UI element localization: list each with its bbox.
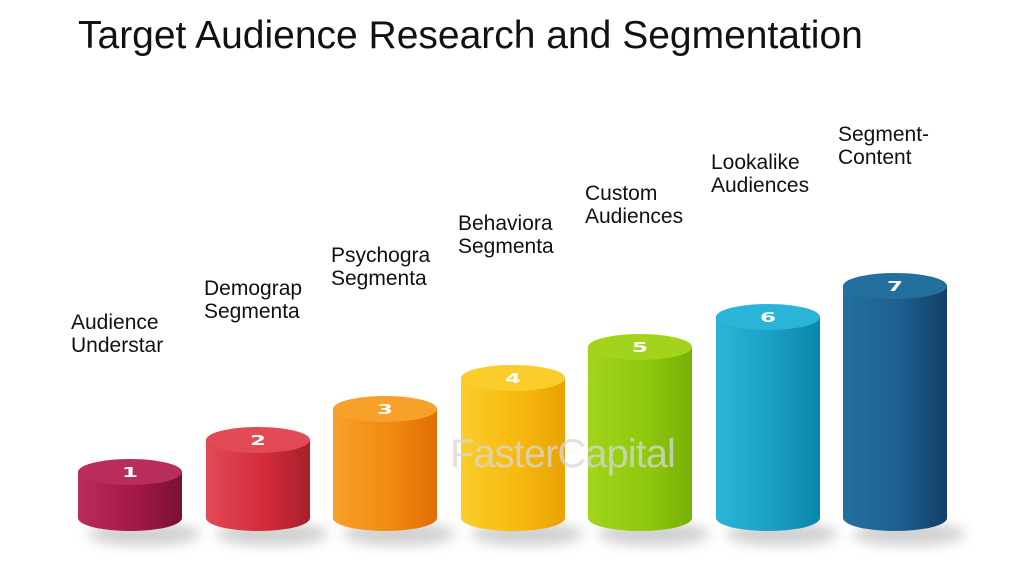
cylinder-step-6: 6 [716,304,838,546]
step-number: 2 [250,433,266,449]
step-label-line: Audiences [711,174,810,197]
step-label-line: Segment- [838,123,930,146]
cylinder-step-7: 7 [843,273,965,546]
cylinder-top [716,304,820,330]
step-number: 4 [505,371,521,387]
step-label-line: Understar [71,334,164,357]
step-label-line: Lookalike [711,151,800,174]
cylinder-body [843,286,947,531]
step-label-7: Segment-Content [838,123,944,169]
step-number: 5 [632,340,648,356]
cylinder-step-3: 3 [333,396,455,546]
cylinder-body [333,409,437,531]
cylinder-body [716,317,820,531]
watermark-logo: FasterCapital [450,432,676,476]
step-label-line: Psychogra [331,244,431,267]
step-label-line: Segmenta [331,267,427,290]
cylinder-body [206,440,310,531]
cylinder-step-2: 2 [206,427,328,546]
cylinder-top [843,273,947,299]
step-label-line: Audiences [585,205,684,228]
step-label-line: Content [838,146,912,169]
cylinder-body [588,347,692,531]
step-number: 3 [377,402,393,418]
cylinder-step-4: 4 [461,365,583,546]
page-title: Target Audience Research and Segmentatio… [78,14,863,57]
step-label-line: Segmenta [458,235,554,258]
cylinder-body [78,472,182,531]
cylinder-top [333,396,437,422]
step-number: 1 [122,465,138,481]
cylinder-top [461,365,565,391]
cylinder-body [461,378,565,531]
cylinder-step-1: 1 [78,459,200,546]
step-label-line: Segmenta [204,300,300,323]
step-label-line: Custom [585,182,658,205]
step-label-line: Behaviora [458,212,553,235]
cylinder-step-5: 5 [588,334,710,546]
cylinder-top [78,459,182,485]
step-number: 7 [887,279,903,295]
step-label-line: Audience [71,311,159,334]
step-label-line: Demograp [204,277,303,300]
cylinder-top [206,427,310,453]
cylinder-top [588,334,692,360]
step-number: 6 [760,310,776,326]
